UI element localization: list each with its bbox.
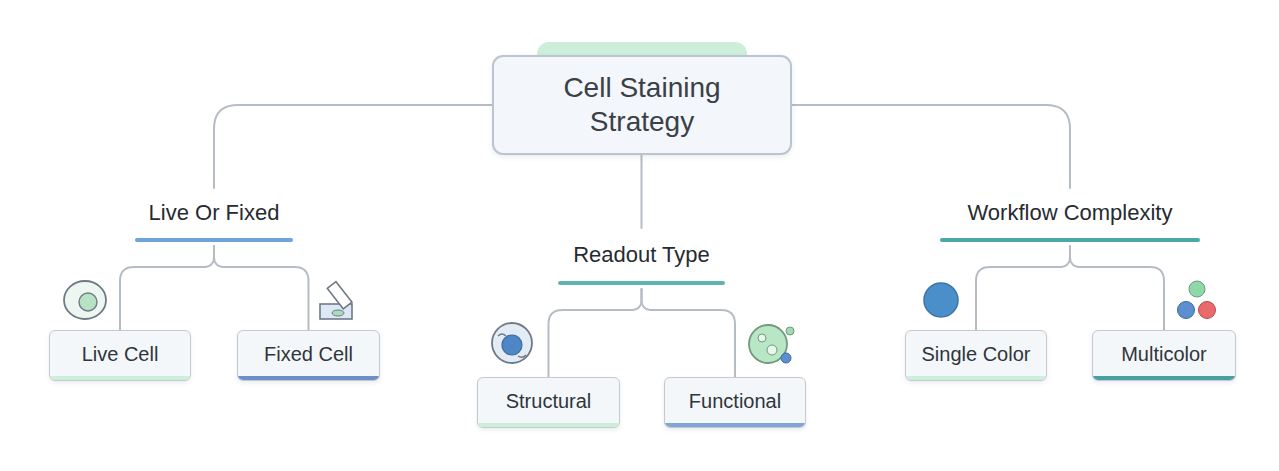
organelle-icon bbox=[492, 323, 532, 363]
option-box: Functional bbox=[664, 377, 806, 428]
connector-line bbox=[549, 289, 642, 377]
slide-icon bbox=[320, 282, 352, 319]
accent-bar bbox=[238, 376, 379, 380]
accent-bar bbox=[478, 423, 619, 427]
cell-outline bbox=[492, 323, 532, 363]
underline-bar bbox=[558, 281, 725, 285]
accent-bar bbox=[1093, 376, 1235, 380]
cell-nucleus bbox=[502, 335, 522, 355]
organelle-mark bbox=[518, 355, 526, 357]
accent-bar bbox=[906, 376, 1046, 380]
dye-dot bbox=[1199, 302, 1216, 319]
underline-bar bbox=[940, 238, 1200, 242]
connector-line bbox=[120, 246, 214, 330]
connector-line bbox=[1070, 246, 1164, 330]
accent-bar bbox=[665, 423, 805, 427]
heading-text: Readout Type bbox=[518, 238, 765, 272]
box-label: Structural bbox=[506, 390, 592, 413]
option-box: Structural bbox=[477, 377, 620, 428]
category-heading: Readout Type bbox=[558, 238, 725, 285]
connector-line bbox=[642, 289, 736, 377]
box-label: Functional bbox=[689, 390, 781, 413]
connector-line bbox=[214, 105, 492, 188]
cover-slip bbox=[327, 282, 352, 309]
cell-outline bbox=[64, 281, 106, 319]
dye-dot bbox=[1189, 281, 1205, 297]
option-box: Multicolor bbox=[1092, 330, 1236, 381]
cell-nucleus bbox=[79, 293, 97, 311]
option-box: Fixed Cell bbox=[237, 330, 380, 381]
box-label: Live Cell bbox=[82, 343, 159, 366]
connector-line bbox=[792, 105, 1070, 188]
option-box: Live Cell bbox=[49, 330, 191, 381]
live-cell-icon bbox=[64, 281, 106, 319]
activity-icon bbox=[749, 325, 794, 363]
dye-dot bbox=[1178, 302, 1195, 319]
root-box: Cell Staining Strategy bbox=[492, 55, 792, 155]
category-heading: Live Or Fixed bbox=[135, 196, 293, 242]
accent-bar bbox=[50, 376, 190, 380]
heading-text: Workflow Complexity bbox=[900, 196, 1240, 230]
sample-blob bbox=[332, 310, 344, 316]
connector-line bbox=[214, 246, 309, 330]
connector-line bbox=[641, 155, 643, 228]
box-label: Multicolor bbox=[1121, 343, 1207, 366]
vesicle bbox=[758, 334, 766, 342]
satellite-dot bbox=[781, 353, 791, 363]
box-label: Single Color bbox=[922, 343, 1031, 366]
multi-dye-icon bbox=[1178, 281, 1216, 319]
connector-line bbox=[976, 246, 1070, 330]
box-label: Fixed Cell bbox=[264, 343, 353, 366]
heading-text: Live Or Fixed bbox=[95, 196, 333, 230]
option-box: Single Color bbox=[905, 330, 1047, 381]
underline-bar bbox=[135, 238, 293, 242]
organelle-mark bbox=[498, 334, 506, 336]
vesicle bbox=[767, 345, 777, 355]
satellite-dot bbox=[786, 327, 794, 335]
category-heading: Workflow Complexity bbox=[940, 196, 1200, 242]
single-dye-dot bbox=[924, 283, 958, 317]
box-label: Cell Staining Strategy bbox=[535, 71, 750, 139]
